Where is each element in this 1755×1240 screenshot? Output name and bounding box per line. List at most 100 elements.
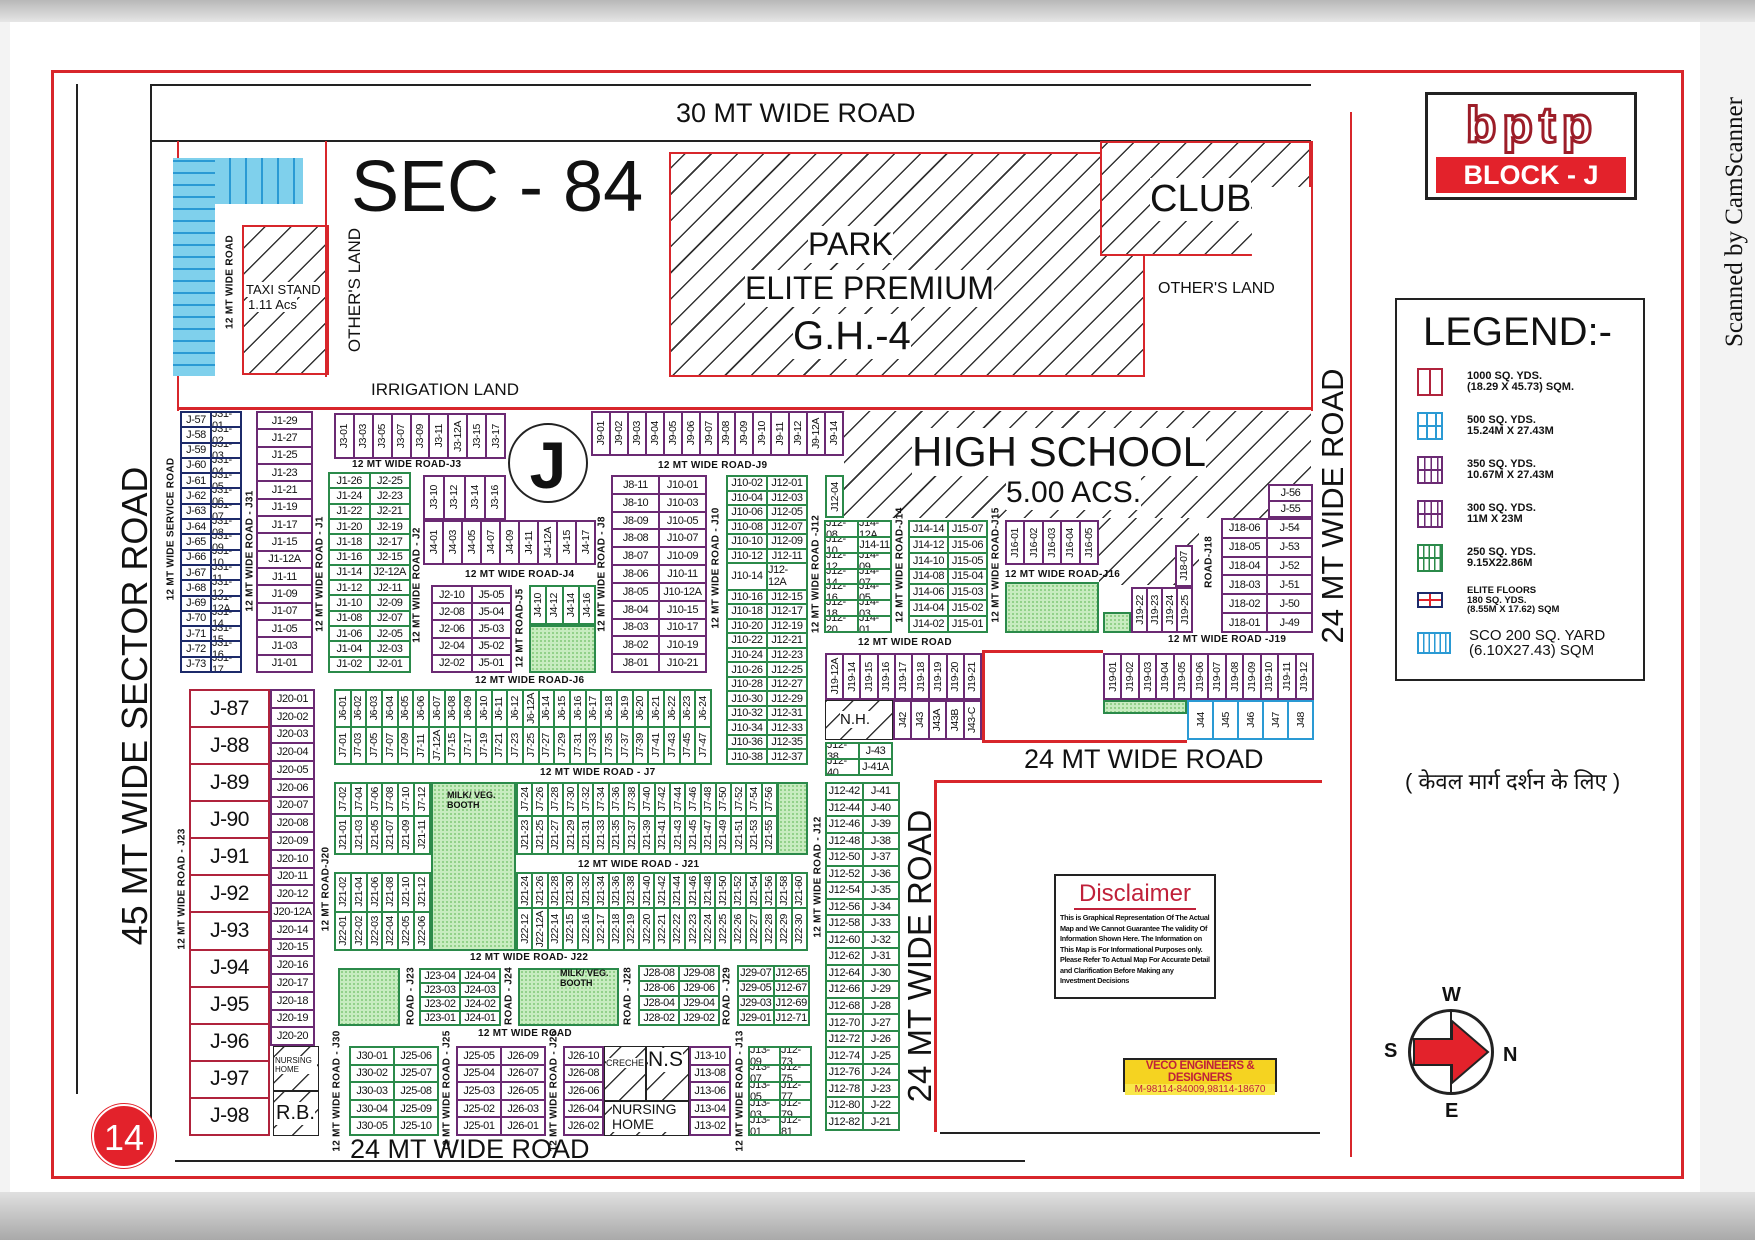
plot: J12-07 — [767, 519, 807, 535]
plot: J20-05 — [271, 761, 314, 779]
milk-booth-park — [431, 782, 516, 951]
disclaimer-box: Disclaimer This is Graphical Representat… — [1054, 874, 1216, 999]
legend-label: 1000 SQ. YDS. (18.29 X 45.73) SQM. — [1467, 370, 1574, 393]
rb-label: R.B. — [276, 1102, 315, 1125]
compass-west: W — [1442, 984, 1461, 1006]
plot: J7-29 — [554, 727, 570, 764]
plot: J7-01 — [335, 727, 351, 764]
plot: J43A — [928, 701, 947, 739]
plot: J12-25 — [767, 662, 807, 677]
plot: J6-21 — [648, 690, 664, 727]
plot: J20-16 — [271, 956, 314, 974]
plot: J15-04 — [948, 568, 987, 585]
plot: J10-16 — [727, 589, 767, 605]
plot: J3-15 — [467, 414, 487, 458]
plot: J31-06 — [211, 488, 241, 504]
legend-label: 250 SQ. YDS. 9.15X22.86M — [1467, 546, 1536, 569]
plot: J30-03 — [350, 1082, 394, 1100]
plot: J22-14 — [547, 908, 563, 950]
plot: J1-18 — [329, 534, 370, 550]
plot: J25-02 — [457, 1099, 501, 1118]
plot: J14-02 — [909, 616, 948, 632]
plot: J19-09 — [1243, 654, 1261, 699]
plot: J10-03 — [659, 493, 706, 512]
plot: J26-03 — [501, 1099, 545, 1118]
plot: J12-65 — [773, 966, 809, 981]
plot: J9-09 — [735, 412, 754, 455]
plot: J21-37 — [624, 815, 640, 854]
plot: J7-40 — [639, 783, 655, 816]
plot: J18-04 — [1222, 556, 1267, 576]
plot: J21-41 — [654, 815, 670, 854]
plot: J-40 — [862, 799, 899, 817]
plot: J6-09 — [460, 690, 476, 727]
legend-label: 350 SQ. YDS. 10.67M X 27.43M — [1467, 458, 1554, 481]
plot: J12-54 — [826, 882, 863, 899]
plot: J26-04 — [564, 1099, 603, 1118]
plot: J3-05 — [372, 414, 392, 458]
road-edge — [940, 1132, 1320, 1134]
plot: J7-08 — [382, 783, 399, 816]
plot: J22-12 — [517, 908, 533, 950]
road-label: 12 MT WIDE ROAD - J21 — [578, 859, 700, 870]
plot: J31-04 — [211, 457, 241, 474]
plot: J6-10 — [476, 690, 492, 727]
plot: J7-09 — [397, 727, 414, 764]
plot: J-22 — [862, 1096, 899, 1114]
plot: J6-11 — [491, 690, 508, 727]
plot: J4-01 — [424, 521, 443, 564]
plot: J7-36 — [608, 783, 625, 816]
road-label: 12 MT WIDE ROAD - J31 — [244, 490, 256, 612]
plot: J29-08 — [679, 966, 719, 981]
plot: J5-02 — [471, 637, 511, 655]
others-land-label: OTHER'S LAND — [345, 227, 364, 353]
plot: J7-26 — [532, 783, 548, 816]
plot: J9-14 — [825, 412, 843, 455]
designer-badge: VECO ENGINEERS & DESIGNERS M-98114-84009… — [1123, 1058, 1277, 1095]
plot: J19-25 — [1177, 588, 1192, 632]
plot: J13-09 — [749, 1047, 780, 1065]
compass-east: E — [1445, 1100, 1459, 1122]
plot: J10-07 — [659, 529, 706, 548]
road-label: 12 MT WIDE ROAD - J8 — [596, 516, 608, 632]
plot: J1-12 — [329, 580, 370, 596]
plot: J6-20 — [632, 690, 649, 727]
green-park — [1005, 582, 1099, 633]
plot: J2-11 — [369, 580, 410, 596]
plot: J-89 — [190, 764, 269, 802]
plot: J20-02 — [271, 707, 314, 726]
plot: J16-05 — [1079, 521, 1098, 564]
plot: J14-12A — [858, 521, 891, 537]
plot: J1-11 — [257, 567, 312, 586]
plot: J26-09 — [501, 1047, 545, 1065]
plot: J47 — [1263, 701, 1288, 739]
plot: J-94 — [190, 949, 269, 987]
road-label: 12 MT WIDE ROAD - J7 — [540, 767, 656, 778]
plot: J21-23 — [517, 815, 533, 854]
plot: J6-04 — [382, 690, 398, 727]
plot: J10-36 — [727, 734, 767, 750]
plot: J20-03 — [271, 725, 314, 744]
plot: J46 — [1238, 701, 1263, 739]
plot: J13-03 — [749, 1099, 780, 1118]
plot: J21-34 — [593, 873, 609, 909]
nursing-home-label: NURSING HOME — [612, 1102, 688, 1132]
plot: J19-20 — [946, 654, 964, 699]
plot: J7-27 — [538, 727, 555, 764]
plot: J-29 — [862, 981, 899, 998]
plot: J15-01 — [948, 616, 987, 632]
plot: J12-75 — [780, 1064, 811, 1083]
scanner-watermark: Scanned by CamScanner — [1721, 97, 1748, 347]
plot: J7-39 — [632, 727, 649, 764]
plot: J3-10 — [424, 476, 445, 519]
plot: J12-50 — [826, 849, 863, 866]
plot: J26-08 — [564, 1064, 603, 1083]
brand-wordmark: bptp — [1464, 96, 1599, 155]
plot: J6-24 — [695, 690, 711, 727]
